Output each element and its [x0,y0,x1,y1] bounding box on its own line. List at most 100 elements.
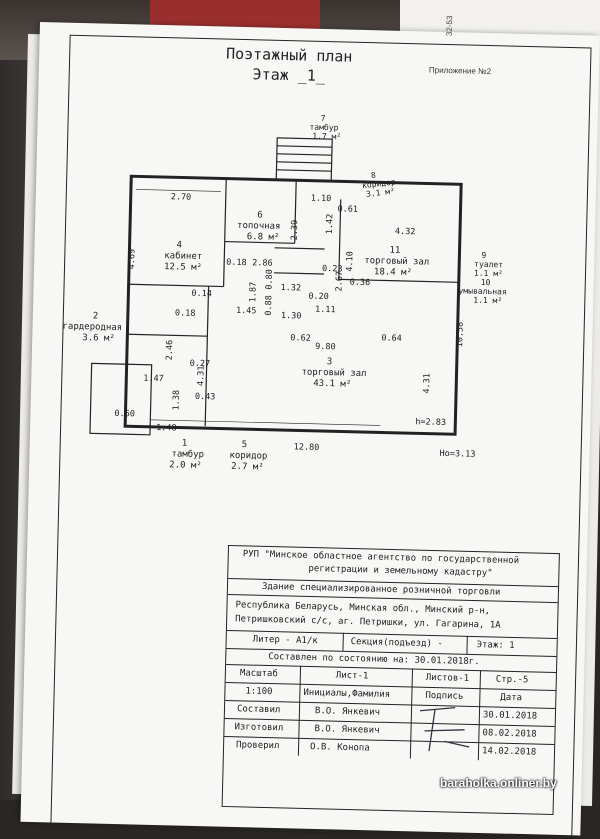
dim-410: 4.10 [345,251,355,272]
room-7-label: 7 тамбур 1.7 м² [309,114,341,142]
svg-text:гардеродная: гардеродная [62,322,122,333]
wall-wardrobe-bottom [127,333,208,337]
dim-246: 2.46 [165,340,175,361]
wall-cabinet-bottom [128,283,224,288]
room-3-label: 3 торговый зал 43.1 м² [301,357,366,390]
svg-text:коридор: коридор [229,451,267,462]
svg-text:2: 2 [93,311,99,321]
room-11-label: 11 торговый зал 18.4 м² [364,246,429,279]
signature-mark [419,706,470,752]
wall-corridor [338,199,342,280]
dim-1280: 12.80 [294,442,320,453]
svg-text:кабинет: кабинет [164,250,202,262]
dim-088: 0.88 [264,295,274,316]
room-10-label: 10 умывальная 1.1 м² [458,278,506,306]
dim-111: 1.11 [315,305,336,315]
dim-147: 1.47 [143,374,164,384]
svg-text:1.1 м²: 1.1 м² [473,296,502,306]
room-4-label: 4 кабинет 12.5 м² [164,240,202,273]
svg-text:2.7 м²: 2.7 м² [231,462,264,473]
dim-018a: 0.18 [226,258,247,268]
svg-text:10: 10 [481,278,491,287]
svg-text:18.4 м²: 18.4 м² [374,267,412,278]
wall-wardrobe [204,286,210,427]
dim-239: 2.39 [290,220,300,241]
dim-043: 0.43 [195,392,216,402]
floor-plan-drawing: 2.70 1.10 0.61 4.32 4.69 0.18 2.86 2.39 … [62,114,506,473]
dim-267: 2.67 [335,271,345,292]
dim-061: 0.61 [337,204,358,214]
svg-text:9: 9 [481,251,486,260]
dim-138: 1.38 [172,390,182,411]
dim-036: 0.36 [350,278,371,288]
dim-line-bottom [150,419,381,426]
dim-142: 1.42 [325,214,335,235]
dim-431a: 4.31 [196,365,206,386]
svg-text:1: 1 [182,439,188,449]
dim-020: 0.20 [308,292,329,302]
svg-text:умывальная: умывальная [458,286,506,296]
svg-text:3.1 м²: 3.1 м² [366,187,396,199]
dim-018b: 0.18 [175,308,196,318]
dim-469: 4.69 [127,249,137,270]
floor-plan-sheet: 32-53 Поэтажный план Этаж _1_ Приложение… [20,15,600,839]
wall-cabinet [222,178,227,287]
svg-text:топочная: топочная [237,221,281,232]
svg-text:тамбур: тамбур [309,122,338,133]
svg-text:торговый зал: торговый зал [301,367,366,379]
dim-432: 4.32 [395,227,416,237]
watermark: baraholka.onliner.by [440,776,557,790]
dim-145: 1.45 [236,306,257,316]
room-2-label: 2 гардеродная 3.6 м² [62,311,122,344]
dim-027: 0.27 [190,359,211,369]
wall-boiler-bottom [224,240,295,244]
dim-130: 1.30 [281,311,302,321]
dim-286: 2.86 [252,258,273,268]
dim-line-top [135,189,221,192]
height-label: h=2.83 [415,417,446,428]
room-9-label: 9 туалет 1.1 м² [474,251,504,279]
dim-431b: 4.31 [422,373,432,394]
dim-187: 1.87 [248,282,258,303]
svg-text:11: 11 [389,246,400,256]
title-block: РУП "Минское областное агентство по госу… [221,545,560,816]
svg-text:торговый зал: торговый зал [364,256,429,268]
room-5-label: 5 коридор 2.7 м² [229,440,267,473]
svg-text:1.1 м²: 1.1 м² [474,269,503,279]
dim-023: 0.23 [322,264,343,274]
svg-text:тамбур: тамбур [171,448,204,460]
room-6-label: 6 топочная 6.8 м² [237,210,281,243]
dim-060: 0.60 [114,409,135,419]
dim-064: 0.64 [381,333,402,343]
ho-label: Hо=3.13 [439,449,475,460]
svg-text:туалет: туалет [474,260,503,270]
dim-980: 9.80 [315,342,336,352]
svg-text:6.8 м²: 6.8 м² [247,232,280,243]
svg-text:43.1 м²: 43.1 м² [313,379,351,390]
dim-014: 0.14 [191,289,212,299]
dim-270: 2.70 [171,192,192,202]
svg-text:6: 6 [257,210,263,220]
svg-text:8: 8 [370,171,376,181]
dim-148: 1.48 [156,423,177,433]
svg-text:3: 3 [327,357,333,367]
dim-080: 0.80 [265,269,275,290]
wall-hall-11 [338,278,459,283]
svg-text:5: 5 [242,440,248,450]
porch-outline [89,362,153,436]
svg-text:3.6 м²: 3.6 м² [82,333,115,344]
stairs [275,137,333,182]
dim-110: 1.10 [311,194,332,204]
svg-text:4: 4 [176,240,182,250]
svg-text:12.5 м²: 12.5 м² [164,262,202,273]
wall-wc [274,247,325,250]
dim-1058: 10.58 [455,322,466,348]
dim-132: 1.32 [280,283,301,293]
svg-text:2.0 м²: 2.0 м² [169,460,202,471]
svg-text:коридор: коридор [362,177,397,190]
room-8-label: 8 коридор 3.1 м² [362,171,397,199]
svg-text:1.7 м²: 1.7 м² [312,132,341,142]
wall-wc2 [273,272,324,275]
wall-boiler [294,180,297,244]
dim-062: 0.62 [290,333,311,343]
